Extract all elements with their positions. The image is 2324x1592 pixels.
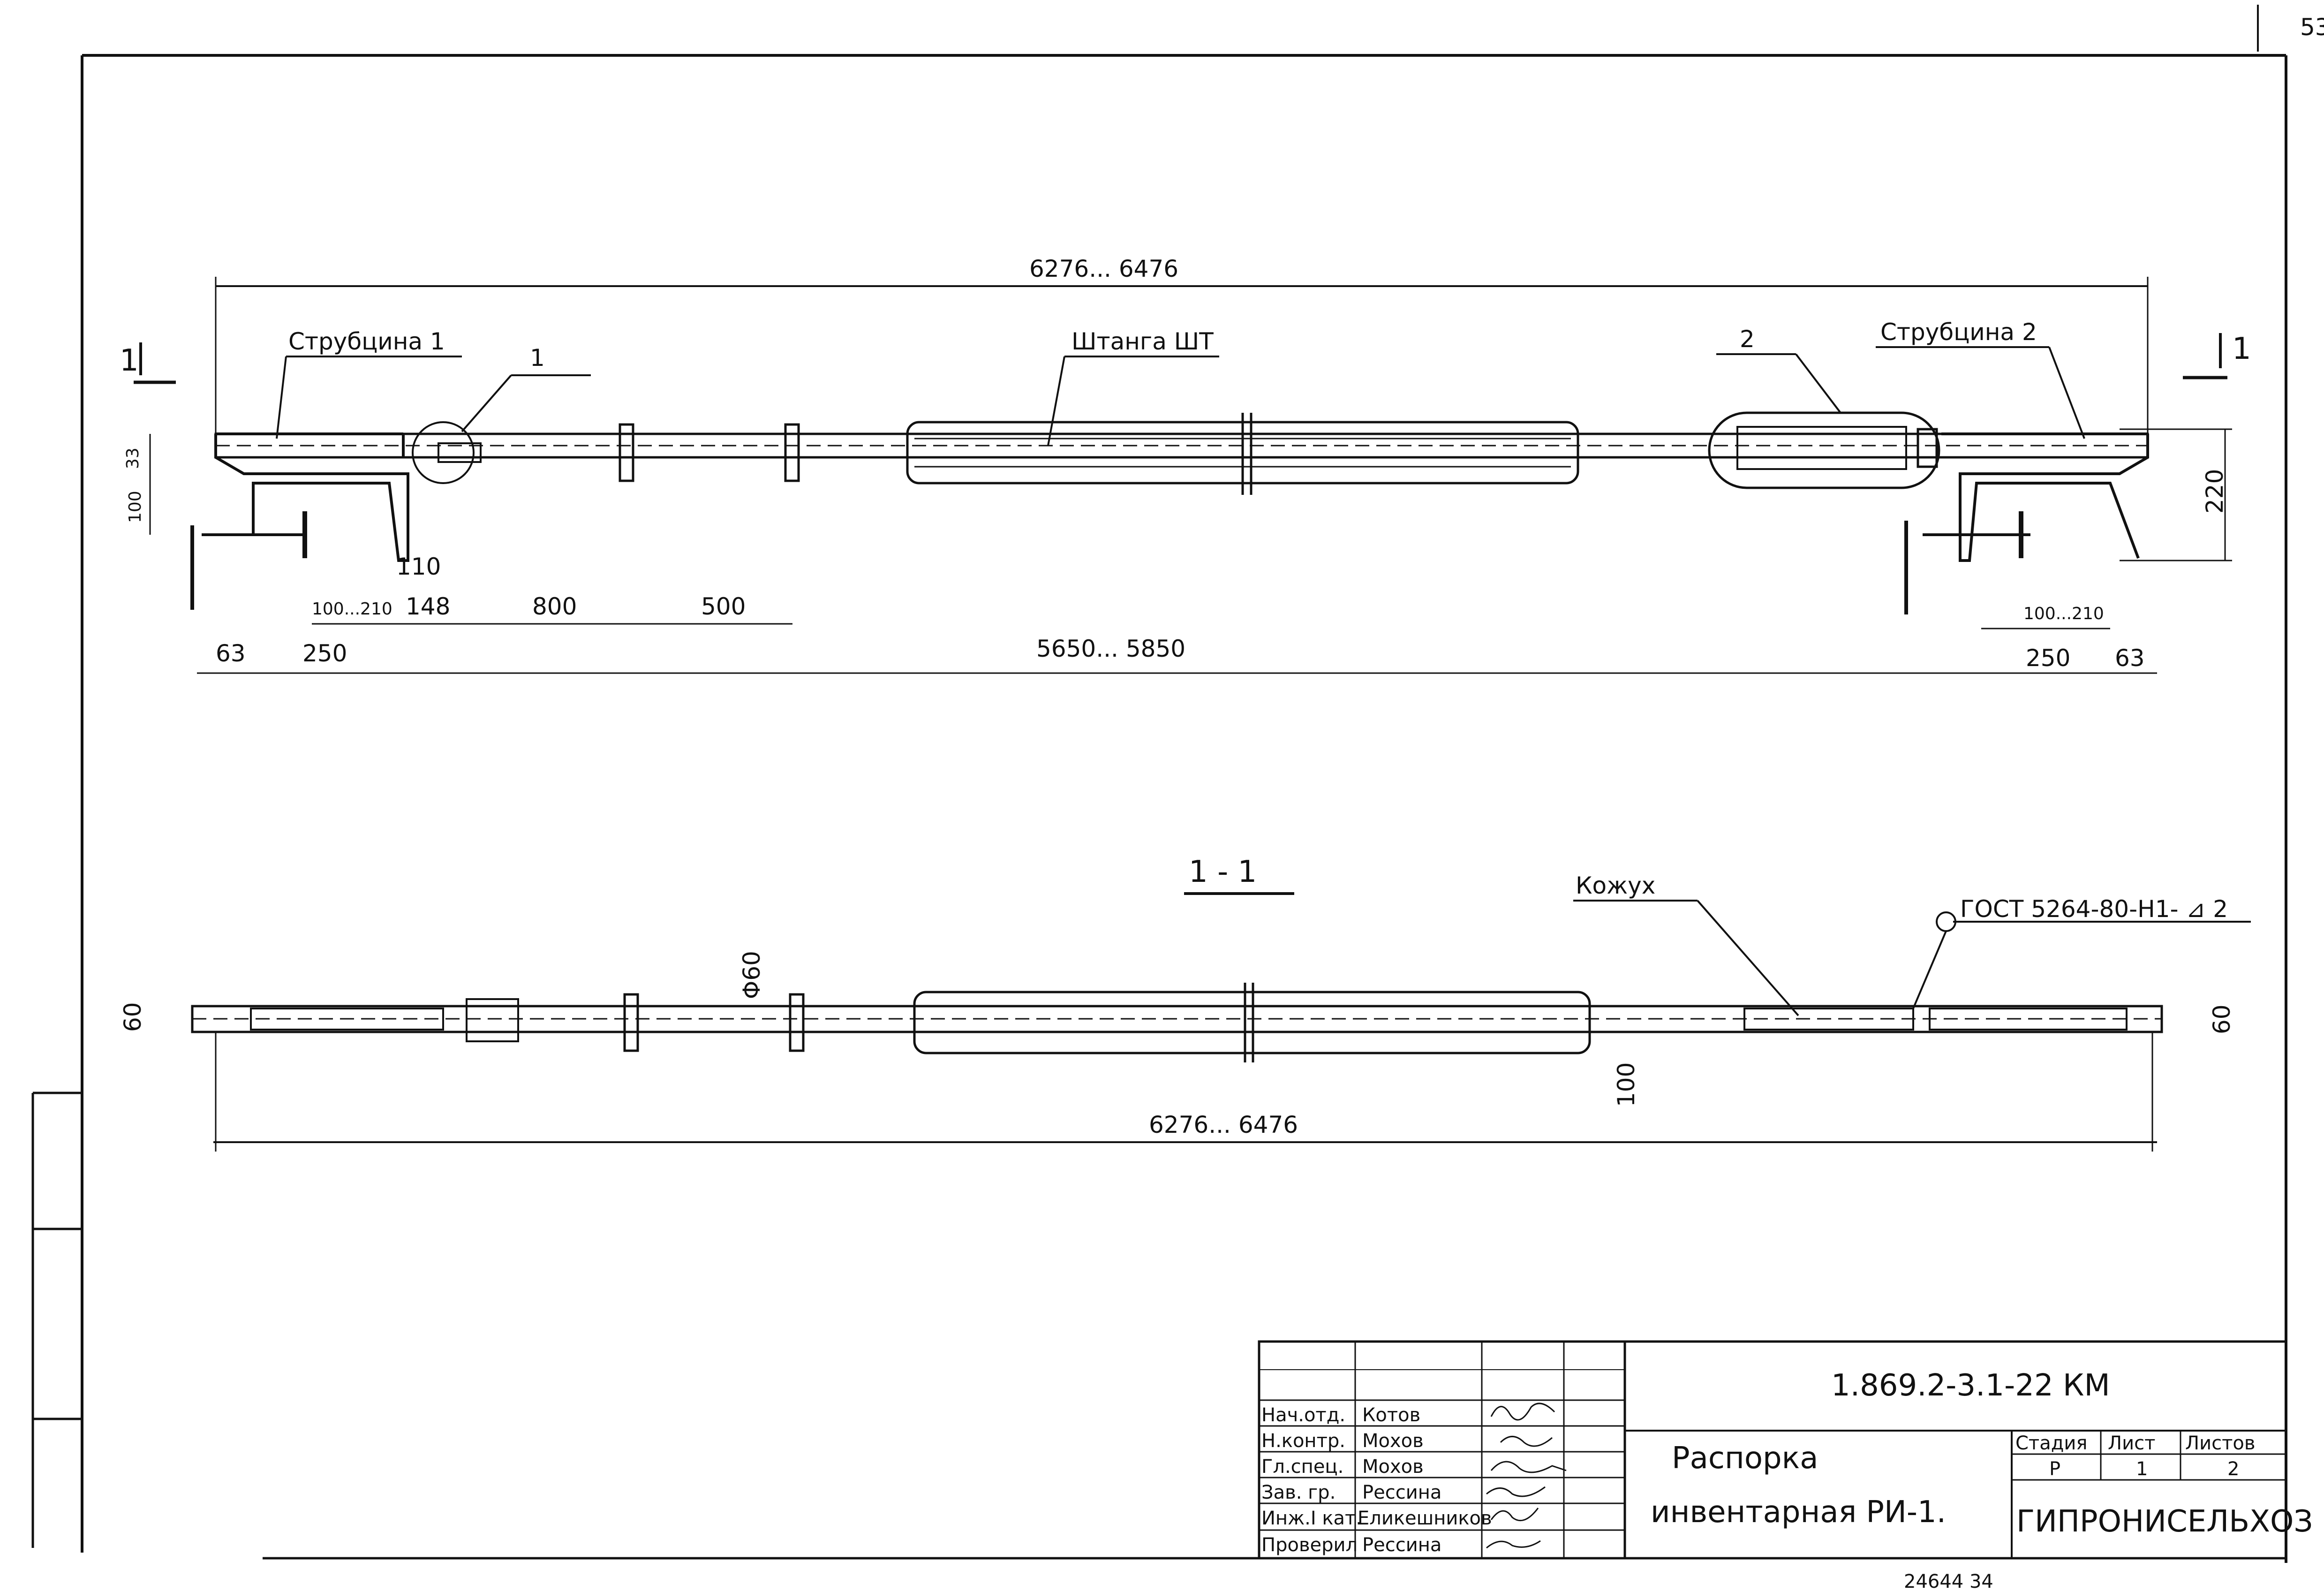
archive-number: 24644 34 [1904, 1571, 1993, 1592]
inner-dim-text: 5650... 5850 [1036, 635, 1185, 662]
title-block: Нач.отд. Котов Н.контр. Мохов Гл.спец. М… [1258, 1340, 2313, 1560]
sheets-value: 2 [2227, 1458, 2239, 1480]
organization: ГИПРОНИСЕЛЬХОЗ [2016, 1504, 2313, 1539]
row-role-2: Н.контр. [1261, 1430, 1345, 1452]
document-code: 1.869.2-3.1-22 КМ [1831, 1368, 2110, 1403]
row-role-5: Инж.I кат. [1261, 1508, 1362, 1529]
dim-100-section: 100 [1613, 1062, 1640, 1107]
section-marker-right: 1 [2232, 332, 2251, 366]
page-number: 53 [2300, 14, 2324, 41]
section-casing-tube [1743, 1008, 1914, 1031]
row-name-3: Мохов [1362, 1456, 1424, 1478]
section-marker-left: 1 [120, 343, 139, 378]
dim-100-210-right: 100...210 [2023, 604, 2104, 623]
weld-label: ГОСТ 5264-80-Н1- ⊿ 2 [1960, 895, 2228, 923]
section-overall-dim: 6276... 6476 [1149, 1111, 1298, 1138]
name-line1: Распорка [1672, 1441, 1818, 1476]
section-title: 1 - 1 [1189, 855, 1257, 889]
node-1-circle [412, 421, 475, 484]
clamp1-label: Струбцина 1 [288, 328, 445, 355]
sheets-header: Листов [2185, 1433, 2255, 1454]
node-2-outline [1708, 411, 1940, 489]
clamp-1 [214, 432, 409, 562]
row-name-6: Рессина [1362, 1534, 1441, 1556]
dim-250-right: 250 [2026, 644, 2070, 672]
rod-label: Штанга ШТ [1071, 328, 1214, 355]
name-line2: инвентарная РИ-1. [1651, 1495, 1946, 1530]
casing-label: Кожух [1576, 872, 1655, 899]
dim-100-left: 100 [126, 491, 145, 523]
dim-800: 800 [532, 593, 577, 620]
stage-header: Стадия [2015, 1433, 2087, 1454]
row-role-6: Проверил [1261, 1534, 1358, 1556]
dim-63-right: 63 [2115, 644, 2145, 672]
dim-60-right: 60 [2208, 1004, 2235, 1034]
overall-dim-text: 6276... 6476 [1029, 255, 1178, 282]
clamp-2 [1941, 432, 2149, 562]
stage-value: Р [2049, 1458, 2060, 1480]
sheet-header: Лист [2108, 1433, 2155, 1454]
dim-63-left: 63 [216, 640, 246, 667]
row-name-1: Котов [1362, 1404, 1420, 1426]
signatures [1486, 1402, 1567, 1549]
plan-view: 6276... 6476 Струбцина 1 Штанга ШТ 1 2 С… [120, 255, 2251, 674]
row-name-2: Мохов [1362, 1430, 1424, 1452]
row-role-4: Зав. гр. [1261, 1482, 1336, 1503]
rod-body [214, 432, 2149, 459]
dim-100-210-left: 100...210 [312, 599, 392, 619]
clamp2-label: Струбцина 2 [1880, 318, 2037, 346]
dim-220: 220 [2201, 469, 2228, 514]
dim-phi60: Φ60 [738, 951, 765, 999]
dim-500: 500 [701, 593, 746, 620]
row-name-4: Рессина [1362, 1482, 1441, 1503]
dim-60-left: 60 [119, 1002, 146, 1032]
flange-2 [784, 423, 800, 482]
row-name-5: Еликешников [1358, 1508, 1492, 1529]
section-view: 1 - 1 Кожух ГОСТ 5264-80-Н1- ⊿ 2 60 60 Φ… [119, 855, 2251, 1152]
node1-label: 1 [530, 344, 545, 371]
dim-33: 33 [123, 447, 143, 469]
node2-label: 2 [1740, 326, 1755, 353]
sheet-value: 1 [2136, 1458, 2148, 1480]
dim-110: 110 [396, 553, 441, 580]
flange-1 [619, 423, 634, 482]
dim-250-left: 250 [302, 640, 347, 667]
dim-148: 148 [406, 593, 450, 620]
row-role-3: Гл.спец. [1261, 1456, 1343, 1478]
drawing-frame [31, 5, 2287, 1563]
row-role-1: Нач.отд. [1261, 1404, 1345, 1426]
